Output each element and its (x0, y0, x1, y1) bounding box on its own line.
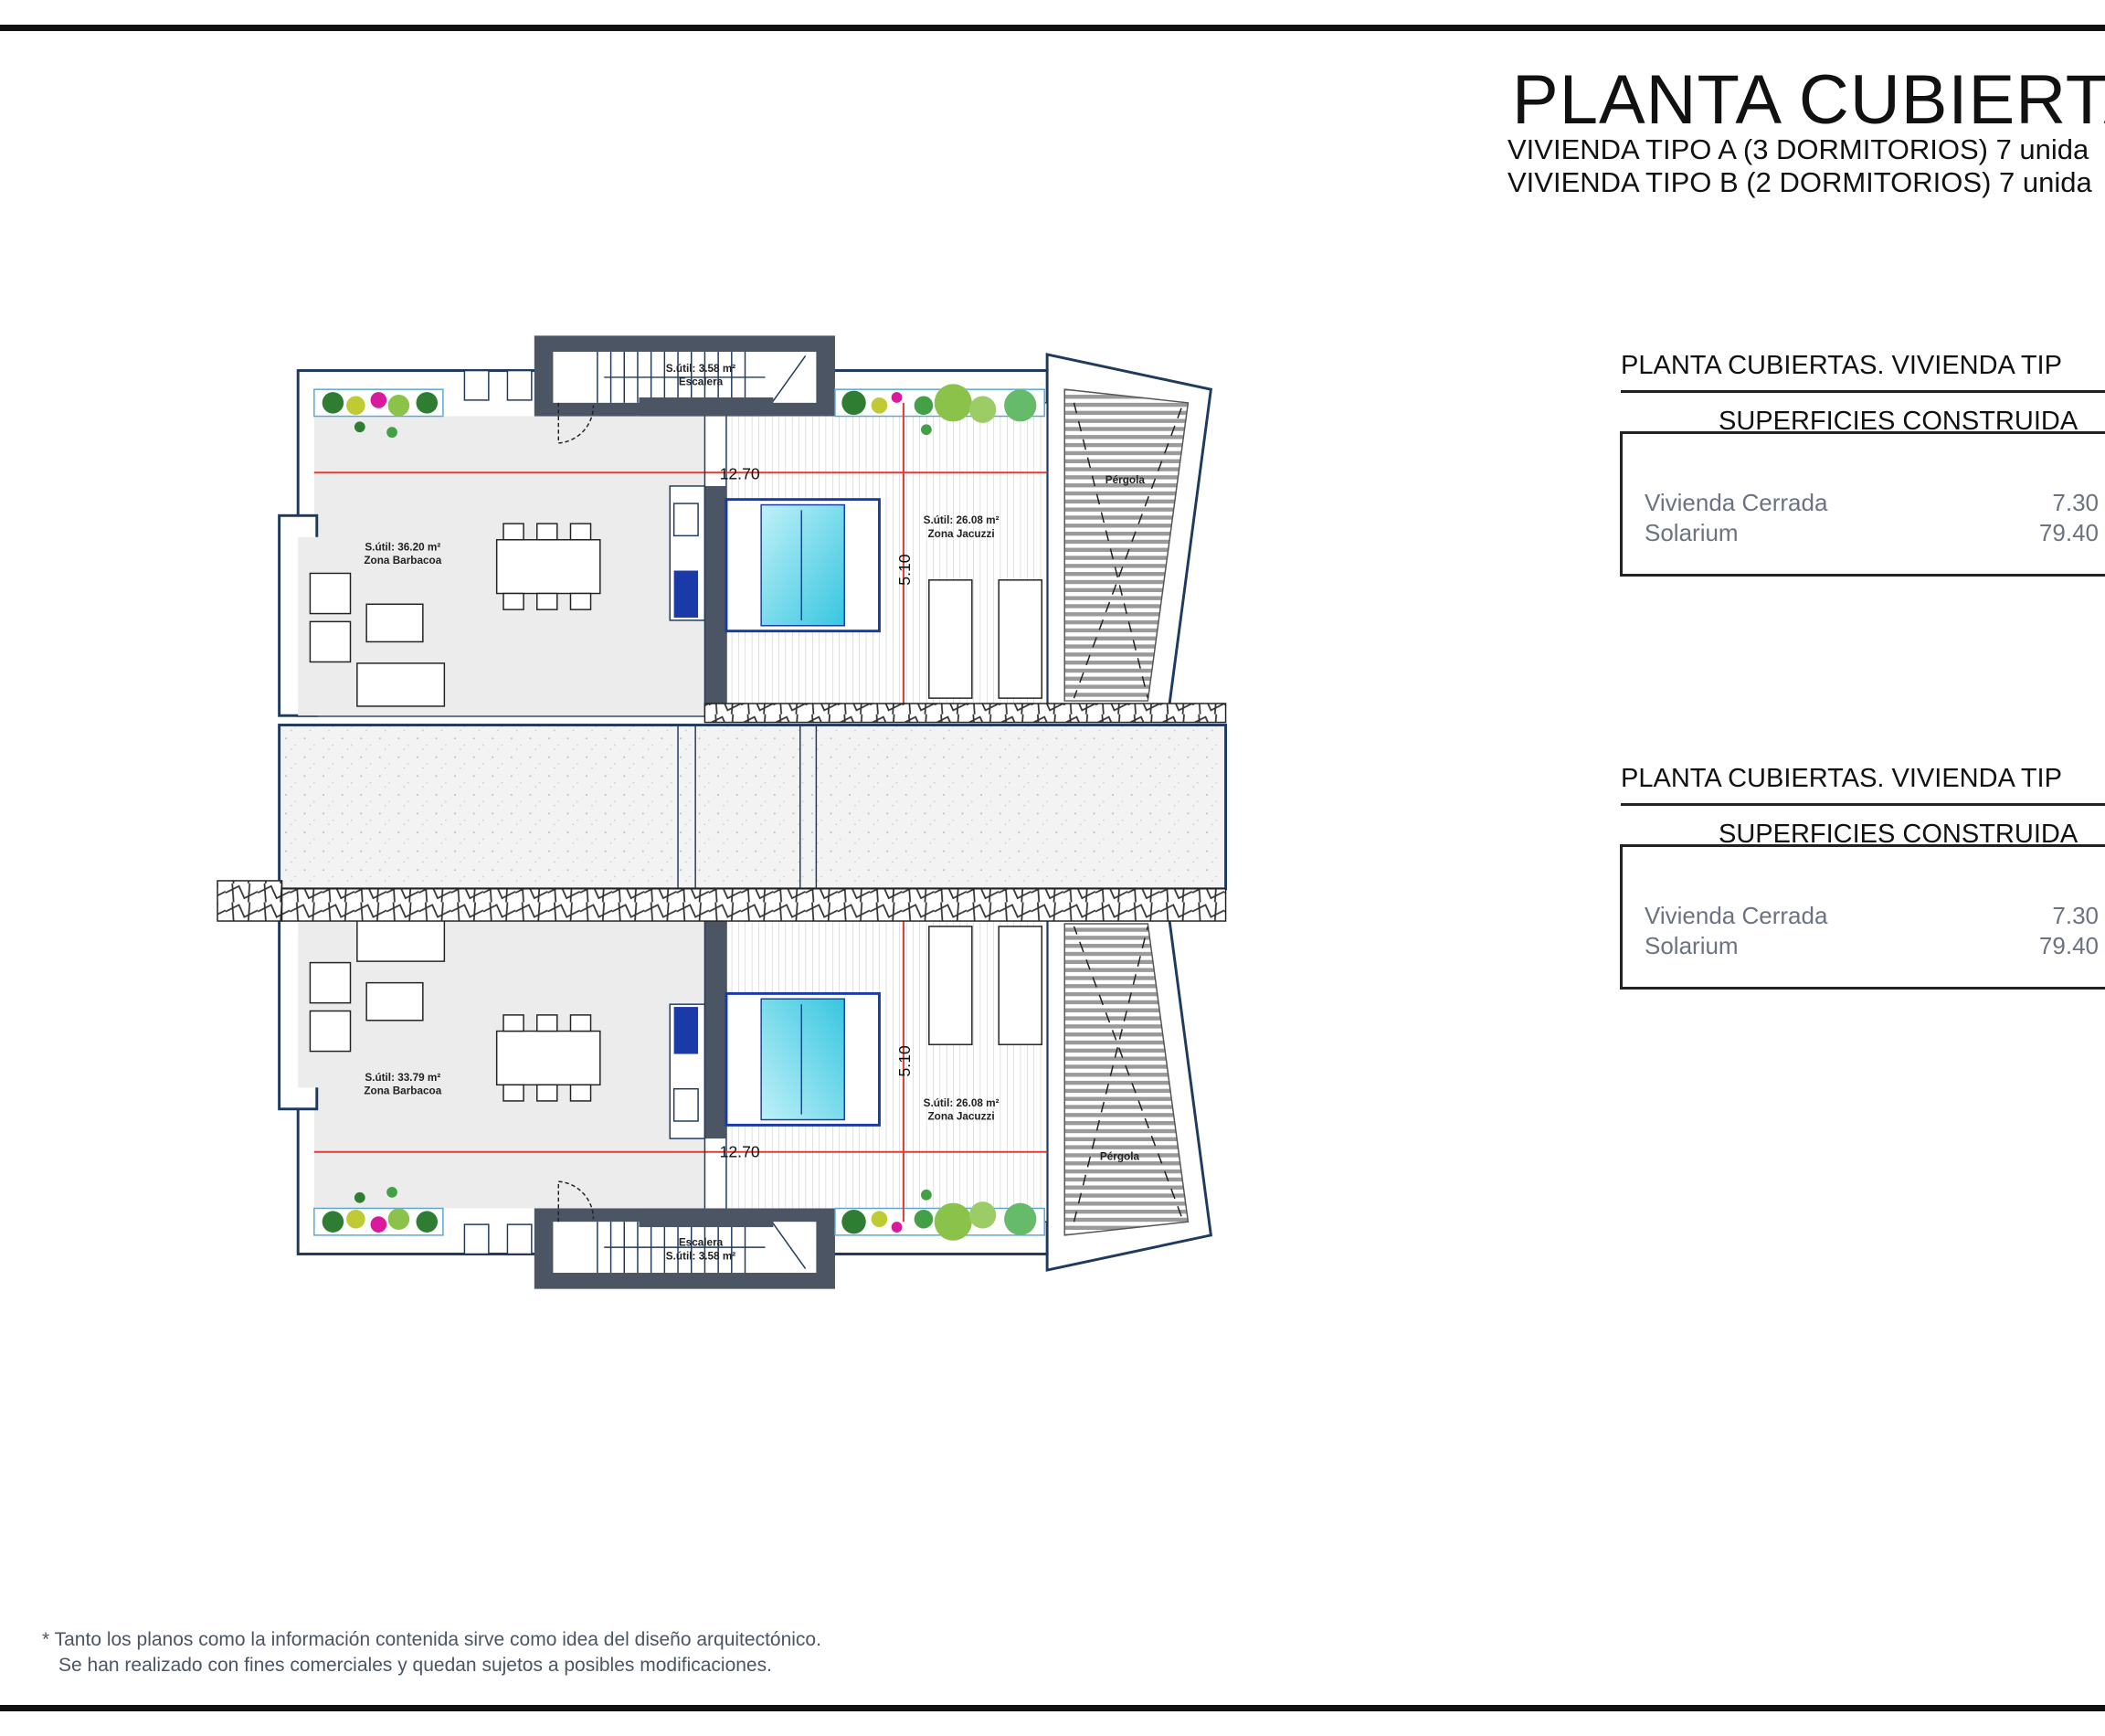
bottom-depth-dimension: 5.10 (895, 1045, 914, 1077)
section-heading-2: PLANTA CUBIERTAS. VIVIENDA TIP (1621, 764, 2062, 793)
top-depth-dimension: 5.10 (895, 554, 914, 586)
row-label: Vivienda Cerrada (1645, 489, 1828, 516)
surfaces-title-1: SUPERFICIES CONSTRUIDA (1719, 407, 2079, 436)
top-escalera-area: S.útil: 3.58 m² (666, 363, 735, 375)
section-divider-1 (1621, 390, 2105, 393)
bottom-width-dimension: 12.70 (720, 1143, 760, 1161)
central-patio (278, 724, 1228, 891)
top-barbacoa-area: S.útil: 36.20 m² (365, 541, 440, 553)
bottom-jacuzzi-area: S.útil: 26.08 m² (924, 1097, 1000, 1109)
top-jacuzzi-name: Zona Jacuzzi (928, 528, 995, 540)
row-value: 7.30 (2052, 489, 2099, 516)
bottom-barbacoa-name: Zona Barbacoa (364, 1085, 441, 1097)
surfaces-title-2: SUPERFICIES CONSTRUIDA (1719, 820, 2079, 849)
bottom-barbacoa-area: S.útil: 33.79 m² (365, 1072, 440, 1084)
top-pergola-label: Pérgola (1105, 474, 1146, 486)
stone-wall-top (703, 703, 1227, 724)
row-label: Solarium (1645, 519, 1739, 546)
bottom-escalera-name: Escalera (679, 1237, 724, 1249)
row-value: 79.40 (2038, 519, 2099, 546)
row-value: 79.40 (2038, 932, 2099, 959)
bottom-pergola-label: Pérgola (1100, 1151, 1140, 1163)
surfaces-table-1 (1620, 431, 2105, 577)
bottom-jacuzzi-name: Zona Jacuzzi (928, 1111, 995, 1123)
disclaimer-line-2: Se han realizado con fines comerciales y… (58, 1655, 772, 1676)
top-escalera-name: Escalera (679, 376, 724, 388)
top-jacuzzi-area: S.útil: 26.08 m² (924, 514, 1000, 526)
row-value: 7.30 (2052, 902, 2099, 929)
stone-wall-bottom (280, 888, 1227, 922)
section-heading-1: PLANTA CUBIERTAS. VIVIENDA TIP (1621, 351, 2062, 380)
top-unit-drawing (278, 333, 1212, 717)
page-title: PLANTA CUBIERTA (1512, 61, 2105, 139)
row-label: Solarium (1645, 932, 1739, 959)
section-divider-2 (1621, 803, 2105, 806)
stone-wall-left (217, 880, 283, 922)
subtitle-tipo-b: VIVIENDA TIPO B (2 DORMITORIOS) 7 unida (1507, 166, 2092, 198)
subtitle-tipo-a: VIVIENDA TIPO A (3 DORMITORIOS) 7 unida (1507, 133, 2089, 165)
bottom-unit-drawing (278, 907, 1212, 1291)
row-label: Vivienda Cerrada (1645, 902, 1828, 929)
top-barbacoa-name: Zona Barbacoa (364, 555, 441, 566)
top-width-dimension: 12.70 (720, 465, 760, 483)
disclaimer-line-1: * Tanto los planos como la información c… (42, 1629, 821, 1650)
surfaces-table-2 (1620, 844, 2105, 990)
bottom-border-rule (0, 1705, 2105, 1711)
top-border-rule (0, 25, 2105, 31)
bottom-escalera-area: S.útil: 3.58 m² (666, 1250, 735, 1262)
